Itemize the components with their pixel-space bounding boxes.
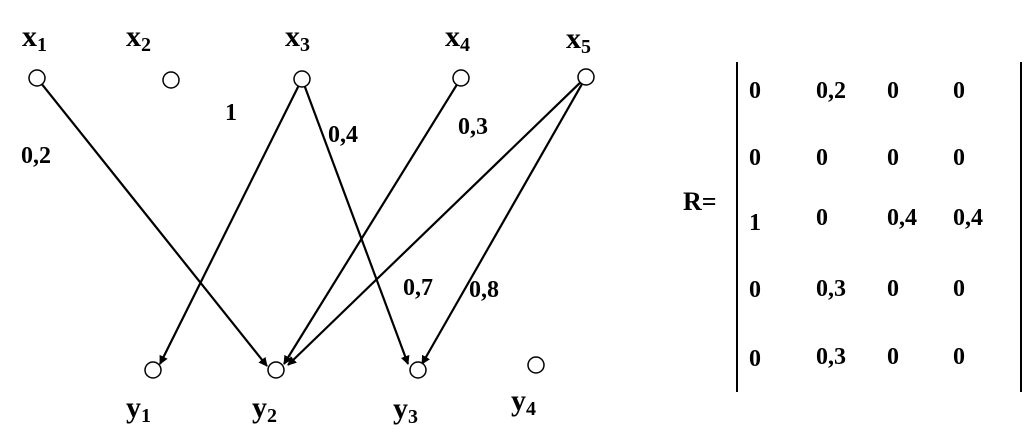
node-y2 (267, 361, 285, 379)
node-label-y3: y3 (393, 392, 418, 428)
matrix-cell-r1-c1: 0 (749, 78, 761, 104)
node-y1 (144, 361, 162, 379)
matrix-cell-r3-c1: 1 (749, 210, 761, 236)
node-label-x4: x4 (445, 20, 470, 56)
matrix-cell-r3-c4: 0,4 (953, 205, 983, 231)
matrix-cell-r4-c1: 0 (749, 277, 761, 303)
matrix-cell-r5-c4: 0 (953, 344, 965, 370)
nodes-layer: x1 x2 x3 x4 x5 y1 y2 y3 y4 (22, 20, 595, 428)
matrix-cell-r5-c3: 0 (887, 344, 899, 370)
matrix-cell-r2-c1: 0 (749, 145, 761, 171)
matrix-cell-r1-c3: 0 (887, 78, 899, 104)
weights-layer: 0,2 1 0,4 0,3 0,7 0,8 (21, 100, 499, 303)
matrix-cell-r2-c2: 0 (816, 145, 828, 171)
matrix-cell-r1-c4: 0 (953, 78, 965, 104)
node-label-y4: y4 (511, 384, 536, 420)
matrix-cell-r2-c3: 0 (887, 145, 899, 171)
node-label-x1: x1 (22, 20, 47, 56)
edge-weight-x3-y3: 0,4 (328, 122, 358, 148)
node-x3 (293, 70, 311, 88)
matrix-cell-r4-c4: 0 (953, 276, 965, 302)
node-x1 (28, 69, 46, 87)
matrix-cell-r3-c3: 0,4 (887, 205, 917, 231)
relation-matrix: R= 0 0,2 0 0 0 0 0 0 1 0 0,4 0,4 0 0,3 0 0 0 0,3 0 0 (683, 62, 1022, 392)
matrix-cell-r4-c2: 0,3 (816, 276, 846, 302)
node-x5 (577, 68, 595, 86)
node-x4 (452, 69, 470, 87)
node-label-x2: x2 (126, 20, 151, 56)
matrix-label: R= (683, 187, 717, 216)
node-label-y1: y1 (126, 391, 151, 427)
edge-x4-y2 (283, 84, 458, 365)
matrix-cell-r4-c3: 0 (887, 276, 899, 302)
edges-layer (41, 81, 583, 367)
edge-weight-x5-y2: 0,7 (403, 275, 433, 301)
node-y3 (409, 361, 427, 379)
edge-x3-y3 (303, 86, 410, 365)
matrix-cell-r1-c2: 0,2 (816, 78, 846, 104)
edge-weight-x4-y2: 0,3 (458, 114, 488, 140)
matrix-cell-r2-c4: 0 (953, 145, 965, 171)
node-label-x3: x3 (285, 20, 310, 56)
node-x2 (162, 71, 180, 89)
edge-x5-y2 (287, 81, 582, 366)
matrix-cell-r5-c1: 0 (749, 346, 761, 372)
edge-weight-x5-y3: 0,8 (469, 277, 499, 303)
edge-weight-x1-y2: 0,2 (21, 143, 51, 169)
edge-x1-y2 (41, 83, 268, 367)
edge-x5-y3 (421, 83, 583, 365)
matrix-cell-r3-c2: 0 (816, 205, 828, 231)
edge-x3-y1 (159, 85, 300, 365)
node-label-x5: x5 (566, 22, 591, 58)
edge-weight-x3-y1: 1 (225, 100, 237, 126)
node-y4 (527, 356, 545, 374)
node-label-y2: y2 (252, 391, 277, 427)
matrix-cell-r5-c2: 0,3 (816, 344, 846, 370)
